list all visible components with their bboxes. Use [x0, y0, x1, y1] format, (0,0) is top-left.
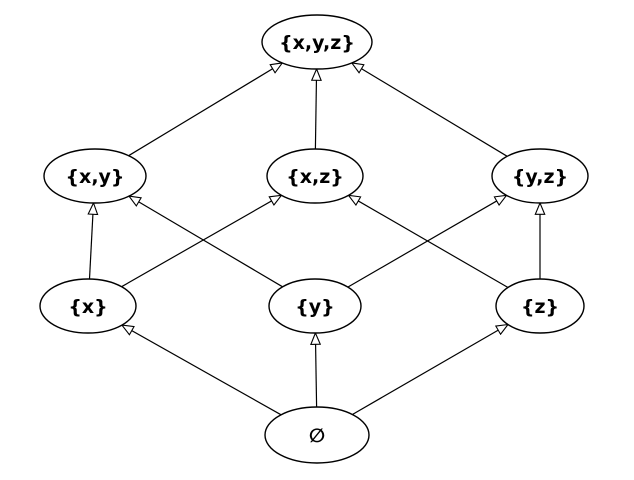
- edge-y-to-xy: [129, 196, 283, 288]
- node-layer: {x,y,z} {x,y} {x,z} {y,z} {x} {y} {z} ∅: [39, 14, 589, 464]
- node-ellipse-xy: [43, 148, 147, 204]
- node-ellipse-xyz: [261, 14, 373, 70]
- node-z: {z}: [495, 278, 585, 334]
- edge-xz-to-xyz: [315, 69, 316, 150]
- node-xyz: {x,y,z}: [261, 14, 373, 70]
- node-empty: ∅: [264, 406, 370, 464]
- node-ellipse-z: [495, 278, 585, 334]
- node-label-z: {z}: [521, 296, 559, 318]
- node-ellipse-empty: [264, 406, 370, 464]
- edge-yz-to-xyz: [352, 63, 508, 157]
- node-label-x: {x}: [68, 296, 107, 318]
- node-ellipse-x: [39, 278, 137, 334]
- edge-z-to-xz: [349, 195, 509, 289]
- node-xz: {x,z}: [266, 148, 364, 204]
- node-label-xz: {x,z}: [286, 166, 344, 188]
- edge-empty-to-x: [122, 325, 282, 416]
- node-ellipse-y: [268, 278, 362, 334]
- node-ellipse-yz: [491, 148, 589, 204]
- node-yz: {y,z}: [491, 148, 589, 204]
- node-xy: {x,y}: [43, 148, 147, 204]
- node-label-xy: {x,y}: [66, 166, 125, 188]
- edge-layer: [90, 63, 541, 416]
- edge-empty-to-z: [352, 325, 508, 416]
- edge-x-to-xz: [121, 195, 282, 288]
- node-y: {y}: [268, 278, 362, 334]
- edge-xy-to-xyz: [128, 63, 283, 157]
- edge-empty-to-y: [315, 333, 316, 408]
- node-ellipse-xz: [266, 148, 364, 204]
- node-label-xyz: {x,y,z}: [279, 32, 355, 54]
- node-label-y: {y}: [295, 296, 334, 318]
- node-x: {x}: [39, 278, 137, 334]
- node-label-empty: ∅: [309, 425, 325, 447]
- node-label-yz: {y,z}: [512, 166, 568, 188]
- edge-x-to-xy: [90, 203, 94, 280]
